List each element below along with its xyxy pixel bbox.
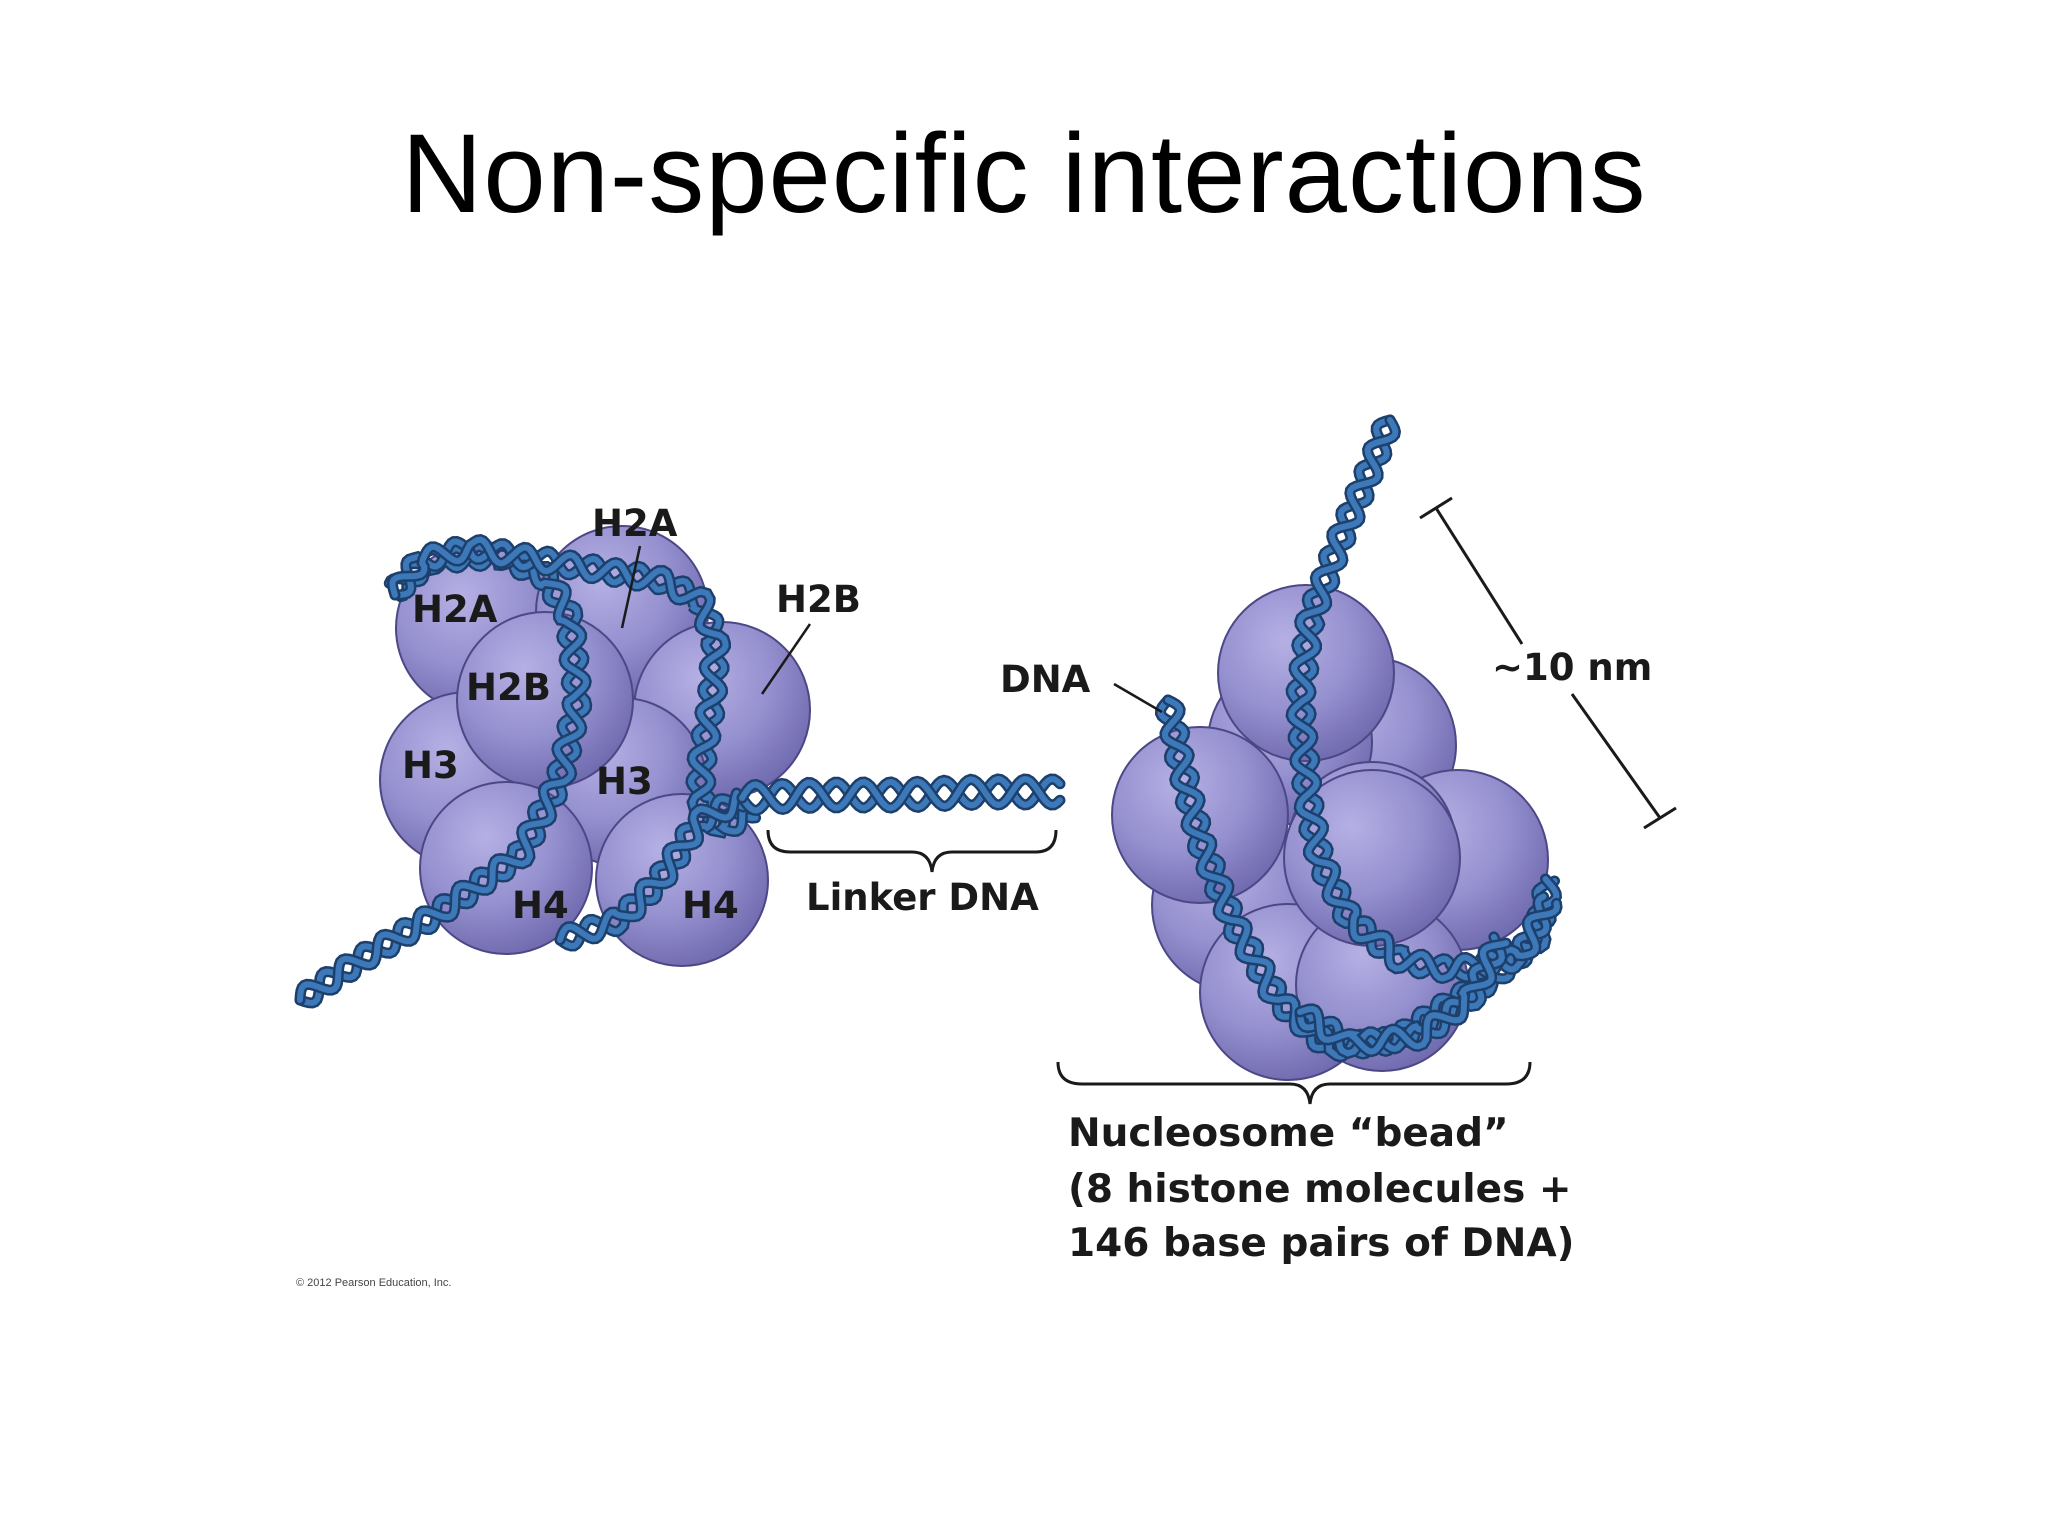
dna-right-inner [1294,931,1512,1060]
copyright-notice: © 2012 Pearson Education, Inc. [296,1277,452,1289]
dna-linker [736,773,1066,816]
h2a-leader-line [620,545,642,629]
slide-title: Non-specific interactions [401,111,1647,236]
label-h2b-right: H2B [776,578,861,621]
label-h2b-center: H2B [466,666,551,709]
label-h3-center: H3 [596,760,653,803]
label-h2a-left: H2A [412,588,498,631]
dna-helices [294,414,1563,1063]
label-linker-dna: Linker DNA [806,876,1039,919]
label-h2a-top: H2A [592,502,678,545]
dna-left-wrap [386,533,762,839]
scale-bar [1419,496,1677,830]
dna-right-upper [1285,414,1563,985]
nucleosome-brace [1056,1061,1532,1105]
label-h4-right: H4 [682,884,739,927]
dna-left-lower [554,787,749,952]
label-h3-left: H3 [402,744,459,787]
dna-leader-line [1113,682,1163,714]
h2b-leader-line [760,623,812,695]
linker-dna-brace [766,829,1058,873]
caption-line-2: (8 histone molecules + [1068,1167,1572,1212]
label-h4-left: H4 [512,884,569,927]
caption-line-1: Nucleosome “bead” [1068,1111,1509,1156]
caption-line-3: 146 base pairs of DNA) [1068,1221,1574,1266]
label-scale-10nm: ~10 nm [1492,646,1652,689]
label-dna: DNA [1000,658,1091,701]
